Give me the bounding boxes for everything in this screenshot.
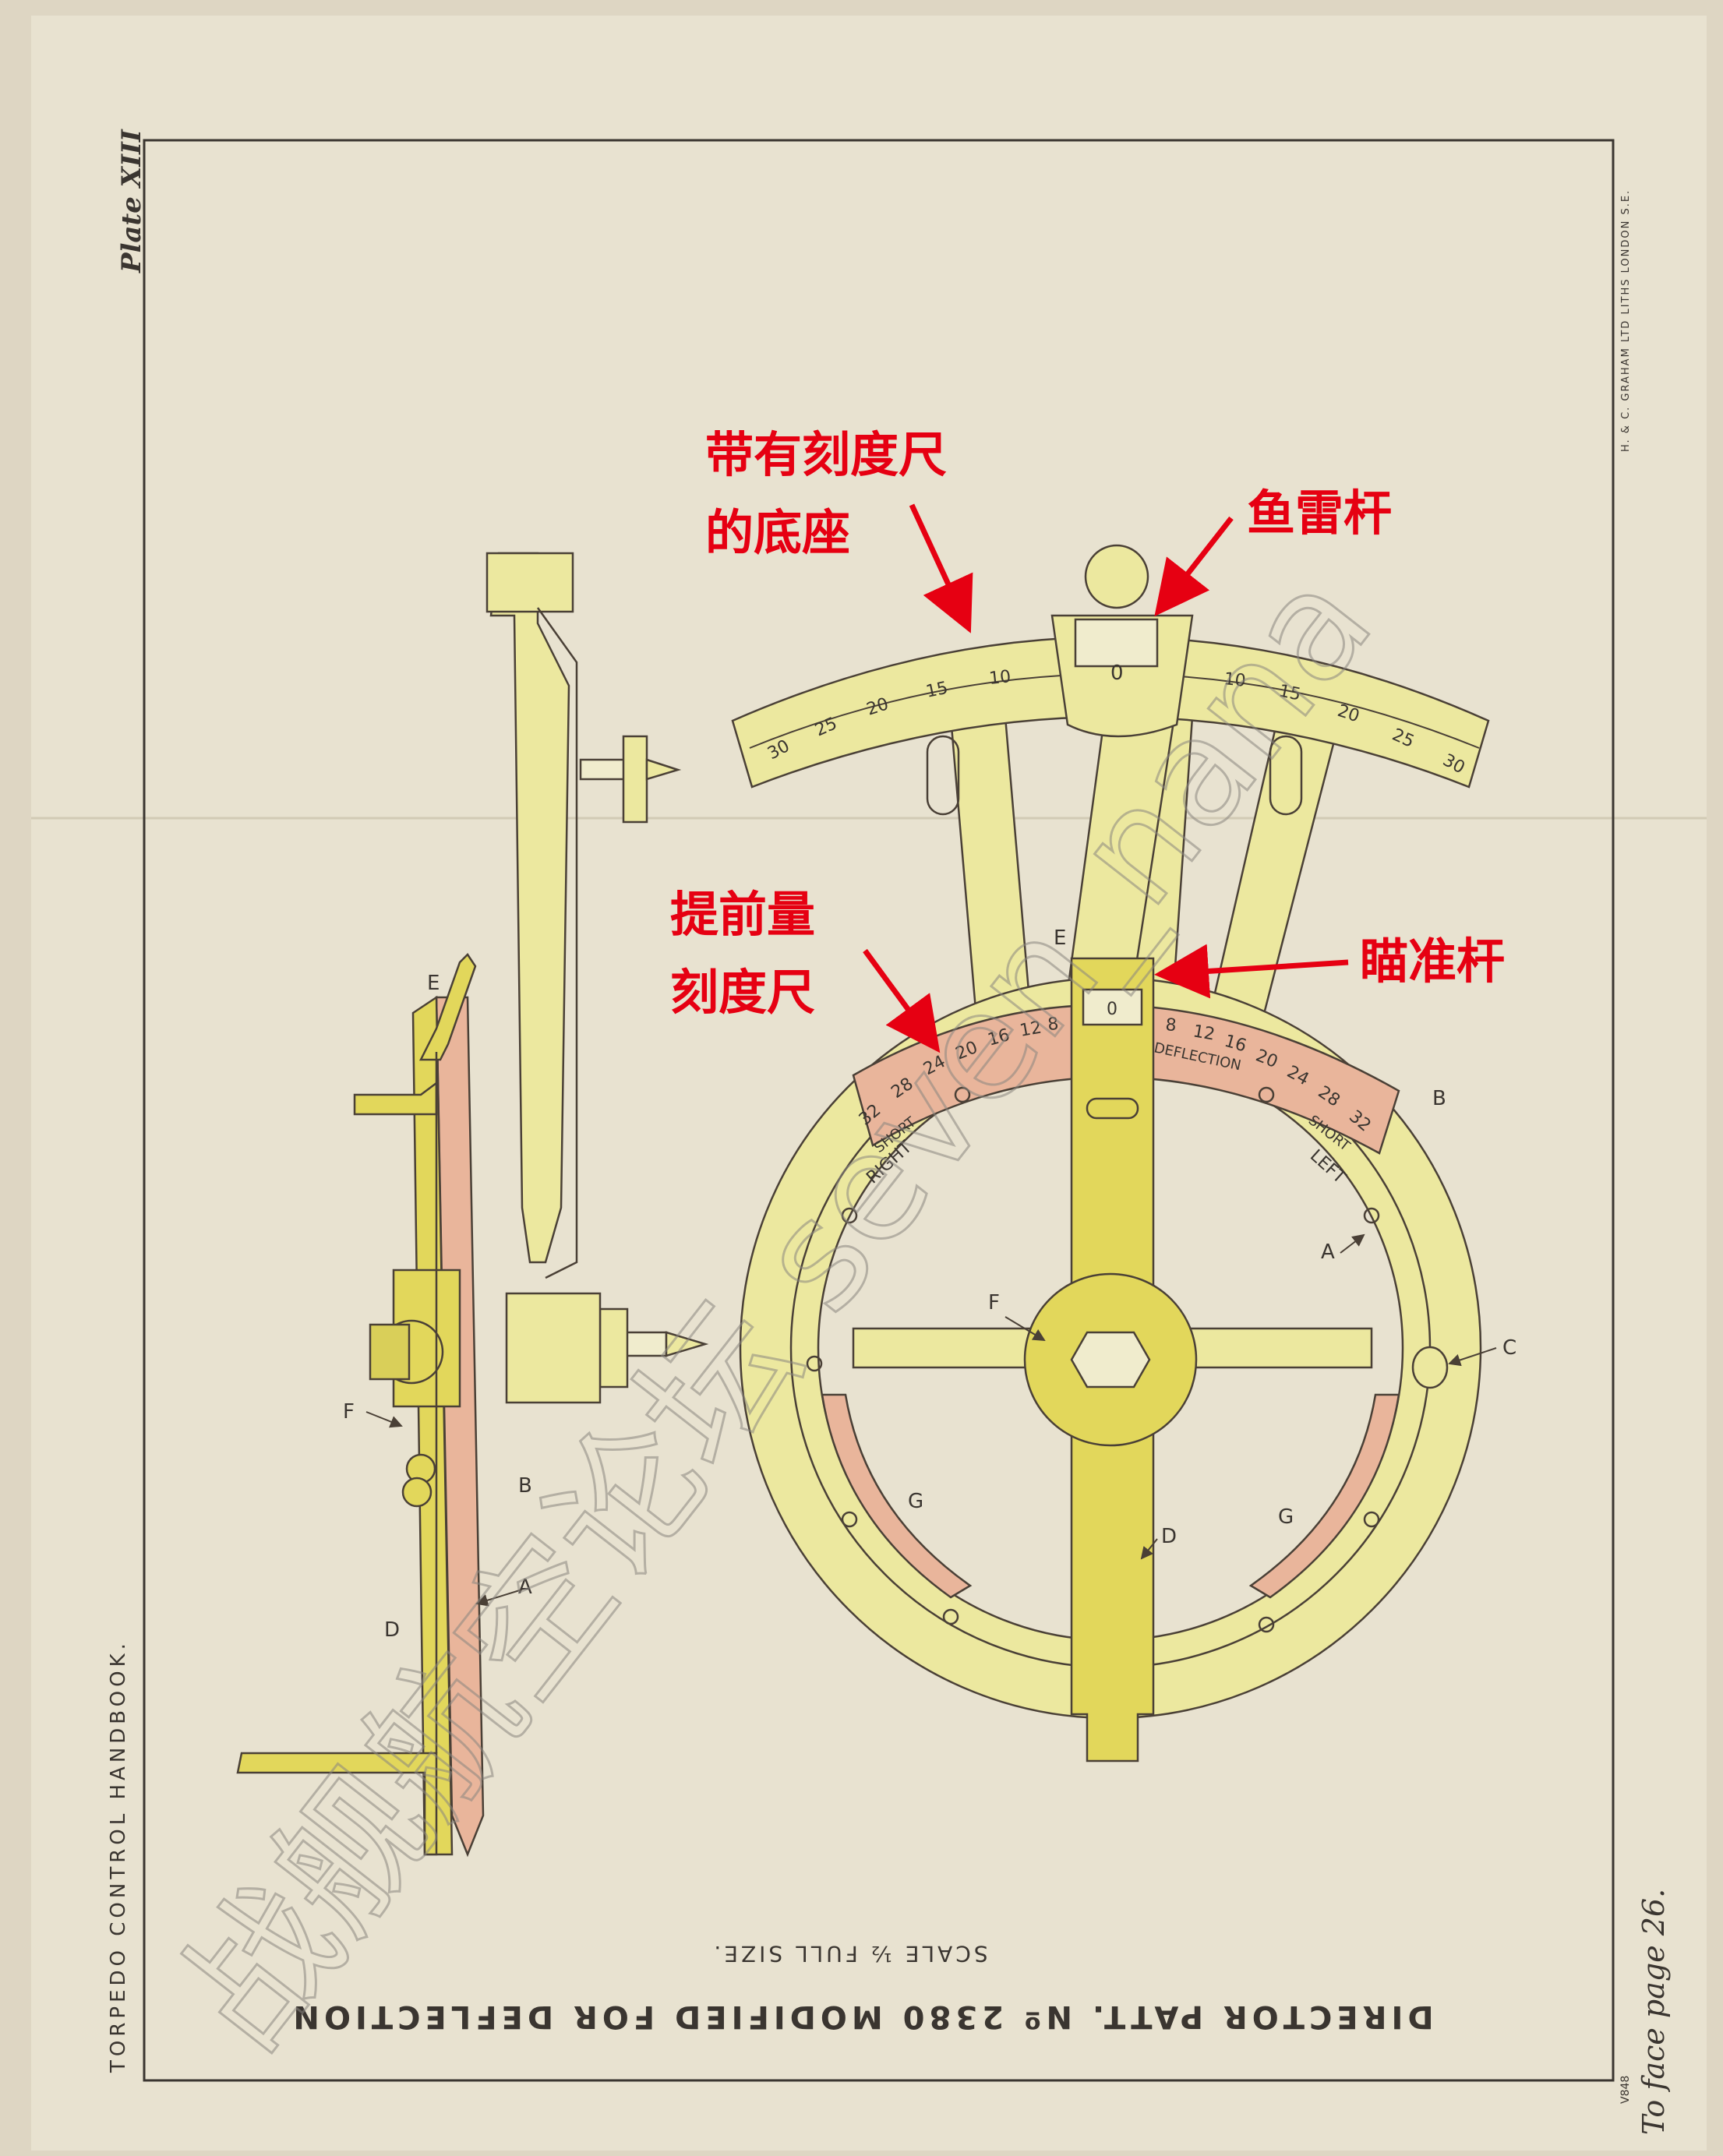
plate-code: V848 (1619, 2076, 1632, 2104)
plate-scale: SCALE ½ FULL SIZE. (711, 1941, 987, 1967)
plate-number: Plate XIII (116, 129, 147, 273)
scale-block: SCALE ½ FULL SIZE. (711, 1941, 987, 1967)
letter-c-front: C (1502, 1336, 1516, 1360)
annotation-torpedo-bar: 鱼雷杆 (1247, 485, 1392, 542)
annotation-sight-bar: 瞄准杆 (1360, 933, 1505, 990)
deflection-arc-band (852, 1004, 1400, 1155)
annotation-torpedo-arrow (1154, 516, 1234, 617)
upper-zero: 0 (1110, 662, 1124, 685)
letter-f-front: F (988, 1291, 1000, 1314)
letter-d-side: D (384, 1618, 400, 1642)
annotation-lead-arrow (863, 948, 941, 1053)
side-view (236, 552, 709, 1858)
upper-tick: 10 (1223, 669, 1246, 691)
letter-g-right: G (1278, 1505, 1294, 1529)
defl-tick: 8 (1047, 1014, 1059, 1035)
letter-f-side: F (343, 1400, 355, 1424)
letter-e-front: E (1054, 926, 1066, 950)
defl-tick: 8 (1164, 1015, 1177, 1036)
annotation-base-arrow (909, 503, 973, 633)
annotation-base-line2: 的底座 (705, 504, 850, 561)
defl-zero: 0 (1107, 1000, 1117, 1019)
letter-a-front: A (1321, 1240, 1335, 1264)
upper-tick: 15 (1277, 681, 1303, 704)
upper-tick: 10 (988, 667, 1012, 689)
letter-b-front: B (1432, 1087, 1446, 1110)
letter-e-side: E (427, 972, 440, 995)
letter-d-front: D (1161, 1525, 1177, 1548)
defl-tick: 12 (1019, 1018, 1043, 1040)
letter-a-side: A (518, 1576, 532, 1599)
annotation-sight-arrow (1154, 944, 1349, 999)
front-view: 30 25 20 15 10 10 15 20 25 30 0 32 28 24… (731, 544, 1490, 1763)
annotation-lead-line1: 提前量 (670, 886, 815, 943)
annotation-lead-line2: 刻度尺 (670, 964, 815, 1021)
letter-b-side: B (518, 1474, 532, 1498)
upper-tick: 15 (924, 679, 950, 702)
title-block: DIRECTOR PATT. Nº 2380 MODIFIED FOR DEFL… (288, 1999, 1433, 2034)
part-letters: E F B A D E B A C F G G D (343, 926, 1516, 1642)
letter-g-left: G (908, 1490, 923, 1513)
defl-tick: 12 (1192, 1022, 1216, 1044)
printer-credit: H. & C. GRAHAM LTD LITHS LONDON S.E. (1620, 189, 1632, 452)
book-title: TORPEDO CONTROL HANDBOOK. (107, 1639, 130, 2073)
annotations: 带有刻度尺 的底座 鱼雷杆 提前量 刻度尺 瞄准杆 (670, 426, 1505, 1053)
annotation-base-line1: 带有刻度尺 (705, 426, 947, 483)
page-reference: To face page 26. (1636, 1889, 1671, 2135)
plate-border (143, 139, 1615, 2082)
plate-title: DIRECTOR PATT. Nº 2380 MODIFIED FOR DEFL… (288, 1999, 1433, 2034)
